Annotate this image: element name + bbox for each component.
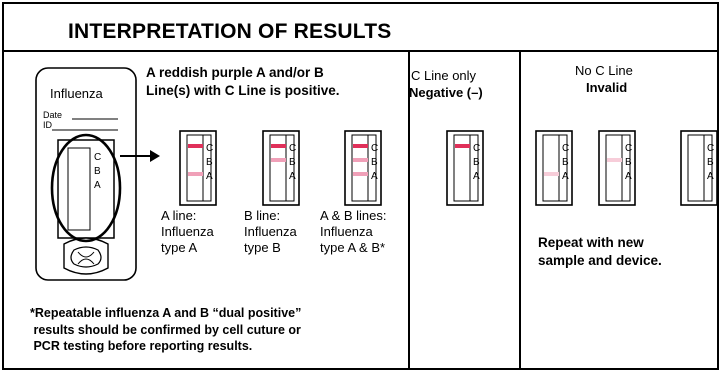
cassette-letter-c: C bbox=[289, 143, 296, 154]
cassette-invalid-2: CBA bbox=[598, 130, 636, 206]
negative-heading-line2: Negative (–) bbox=[409, 85, 483, 100]
test-line-a bbox=[544, 172, 559, 176]
cassette-negative: CBA bbox=[446, 130, 484, 206]
device-date-label: Date bbox=[43, 110, 63, 120]
page-title: INTERPRETATION OF RESULTS bbox=[68, 20, 392, 43]
cassette-letter-b: B bbox=[289, 157, 296, 168]
cassette-letter-a: A bbox=[707, 171, 714, 182]
cassette-letter-c: C bbox=[371, 143, 378, 154]
cassette-invalid-3: CBA bbox=[680, 130, 718, 206]
test-line-c bbox=[271, 144, 286, 148]
cassette-letter-b: B bbox=[206, 157, 213, 168]
case-label-ab: A & B lines: Influenza type A & B* bbox=[320, 208, 387, 255]
device-letter-a: A bbox=[94, 180, 101, 191]
cassette-letter-a: A bbox=[562, 171, 569, 182]
cassette-letter-c: C bbox=[206, 143, 213, 154]
positive-heading-line2: Line(s) with C Line is positive. bbox=[146, 83, 340, 98]
cassette-letter-a: A bbox=[625, 171, 632, 182]
invalid-heading-line1: No C Line bbox=[575, 63, 633, 78]
device-letter-c: C bbox=[94, 152, 102, 163]
test-line-c bbox=[455, 144, 470, 148]
magnifier-circle bbox=[50, 133, 122, 243]
cassette-letter-c: C bbox=[562, 143, 569, 154]
cassette-letter-b: B bbox=[371, 157, 378, 168]
device-brand: Influenza bbox=[50, 86, 103, 101]
test-line-a bbox=[188, 172, 203, 176]
device-letter-b: B bbox=[94, 166, 101, 177]
cassette-letter-b: B bbox=[625, 157, 632, 168]
cassette-letter-c: C bbox=[625, 143, 632, 154]
cassette-letter-a: A bbox=[206, 171, 213, 182]
positive-heading-line1: A reddish purple A and/or B bbox=[146, 65, 324, 80]
invalid-heading-line2: Invalid bbox=[586, 80, 628, 95]
cassette-letter-a: A bbox=[371, 171, 378, 182]
cassette-letter-b: B bbox=[562, 157, 569, 168]
cassette-letter-a: A bbox=[473, 171, 480, 182]
case-label-b: B line: Influenza type B bbox=[244, 208, 297, 255]
repeat-instruction: Repeat with new sample and device. bbox=[538, 235, 662, 268]
header-bar: INTERPRETATION OF RESULTS bbox=[4, 4, 717, 52]
cassette-letter-a: A bbox=[289, 171, 296, 182]
cassette-positive-1: CBA bbox=[179, 130, 217, 206]
test-line-a bbox=[353, 172, 368, 176]
cassette-invalid-1: CBA bbox=[535, 130, 573, 206]
divider-1 bbox=[408, 52, 410, 370]
footnote: *Repeatable influenza A and B “dual posi… bbox=[30, 306, 302, 353]
device-window bbox=[67, 147, 91, 231]
cassette-letter-b: B bbox=[707, 157, 714, 168]
divider-2 bbox=[519, 52, 521, 370]
device-id-label: ID bbox=[43, 120, 52, 130]
test-line-b bbox=[271, 158, 286, 162]
cassette-letter-c: C bbox=[473, 143, 480, 154]
positive-heading: A reddish purple A and/or B Line(s) with… bbox=[146, 64, 340, 100]
cassette-letter-c: C bbox=[707, 143, 714, 154]
negative-heading-line1: C Line only bbox=[411, 68, 477, 83]
cassette-positive-2: CBA bbox=[262, 130, 300, 206]
arrow-head-icon bbox=[150, 150, 160, 162]
case-label-a: A line: Influenza type A bbox=[161, 208, 214, 255]
test-line-b bbox=[353, 158, 368, 162]
test-line-c bbox=[353, 144, 368, 148]
cassette-letter-b: B bbox=[473, 157, 480, 168]
test-line-b bbox=[607, 158, 622, 162]
test-line-c bbox=[188, 144, 203, 148]
cassette-positive-3: CBA bbox=[344, 130, 382, 206]
